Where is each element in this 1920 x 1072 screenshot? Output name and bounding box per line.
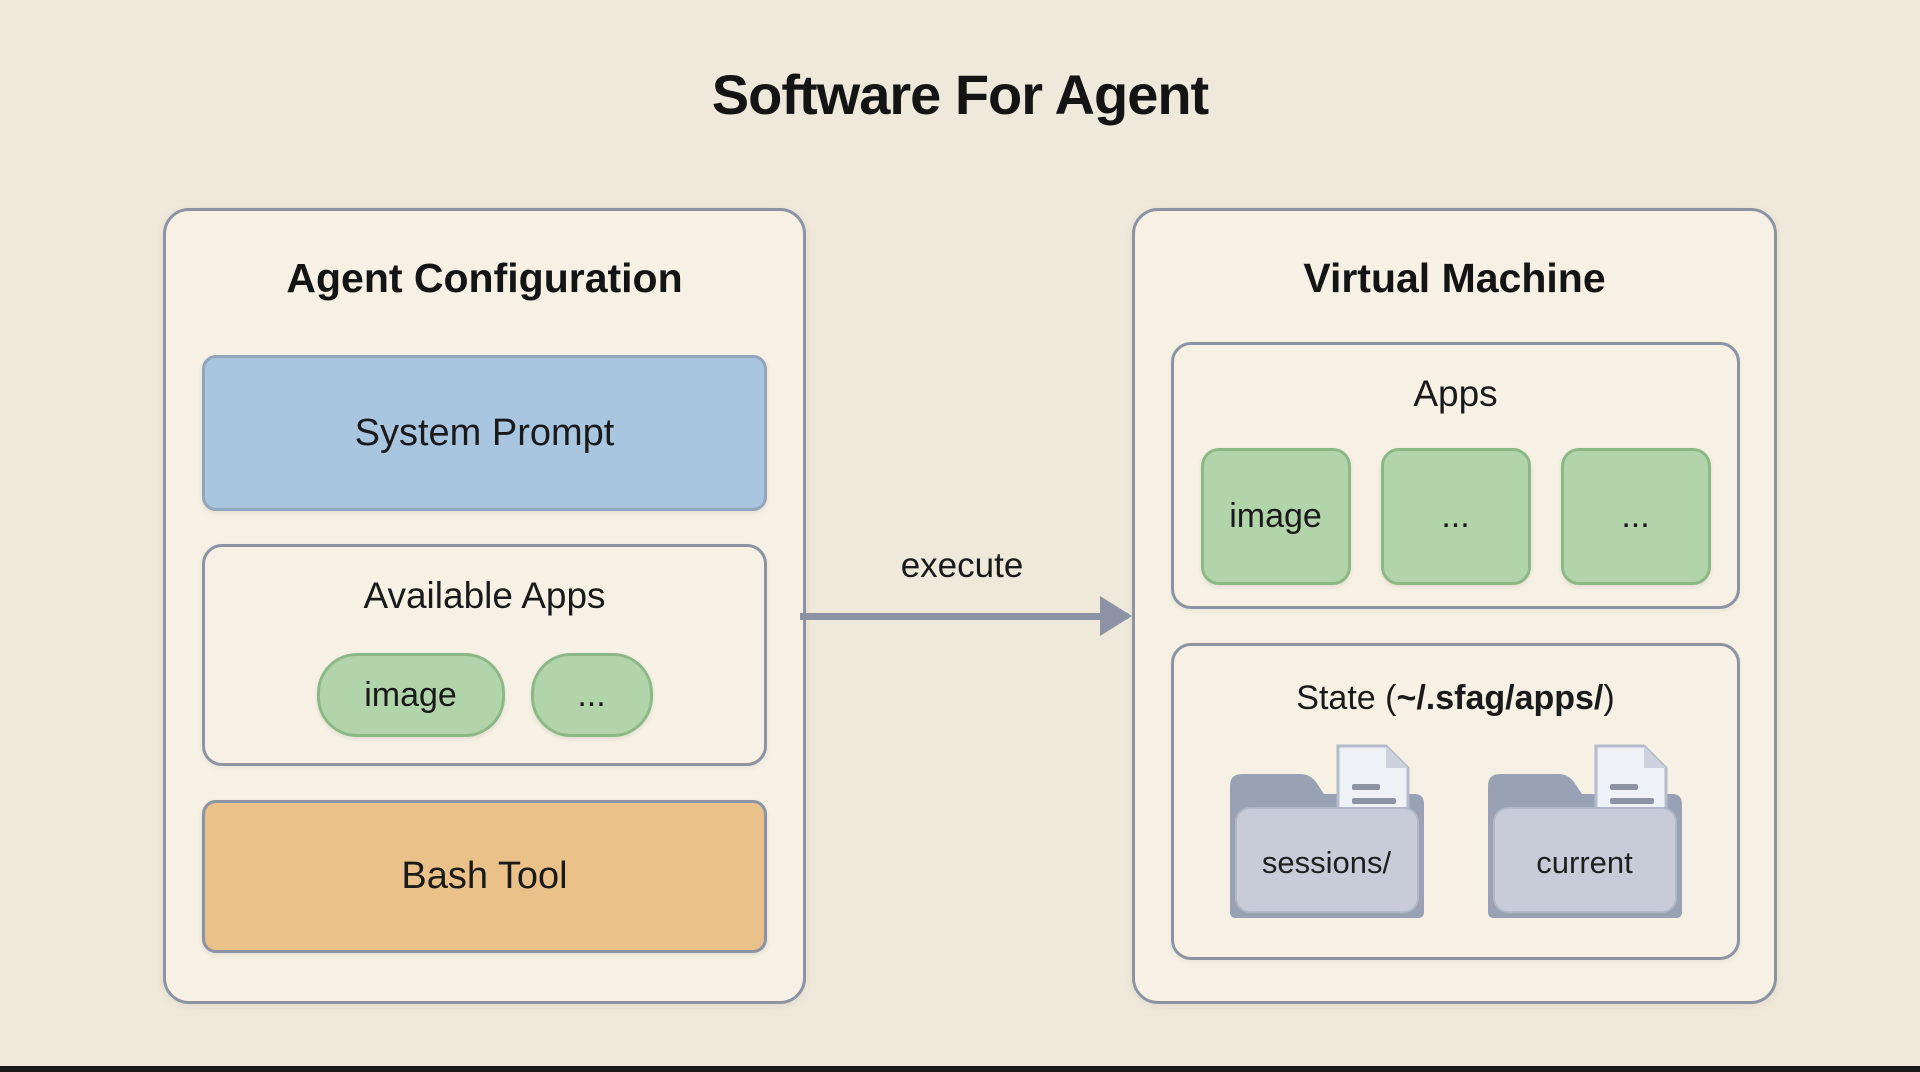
current-folder-label: current xyxy=(1536,845,1633,880)
vm-app-image-label: image xyxy=(1229,497,1322,535)
page-title: Software For Agent xyxy=(711,63,1209,126)
vm-app-ellipsis-1: ... xyxy=(1380,448,1531,585)
folder-icon xyxy=(1229,744,1424,918)
app-pill-ellipsis: ... xyxy=(530,653,653,737)
available-apps-title: Available Apps xyxy=(363,575,606,616)
execute-arrow-line xyxy=(800,613,1106,620)
folder-icon xyxy=(1487,744,1682,918)
apps-title: Apps xyxy=(1413,373,1498,414)
vm-app-ellipsis-2-label: ... xyxy=(1621,497,1650,535)
state-box: State (~/.sfag/apps/) sessions/ xyxy=(1171,643,1740,960)
state-title-suffix: ) xyxy=(1603,679,1615,717)
state-folder-row: sessions/ current xyxy=(1174,742,1737,918)
state-title-prefix: State ( xyxy=(1296,679,1397,717)
vm-app-image: image xyxy=(1200,448,1351,585)
app-pill-image-label: image xyxy=(364,675,457,714)
virtual-machine-panel: Virtual Machine Apps image ... ... State… xyxy=(1132,208,1777,1004)
bash-tool-box: Bash Tool xyxy=(202,800,767,953)
execute-arrow-head-icon xyxy=(1100,596,1132,636)
app-pill-image: image xyxy=(316,653,505,737)
bottom-edge-bar xyxy=(0,1066,1920,1072)
system-prompt-label: System Prompt xyxy=(354,411,615,454)
bash-tool-label: Bash Tool xyxy=(401,855,568,897)
execute-label: execute xyxy=(900,546,1024,585)
available-apps-box: Available Apps image ... xyxy=(202,544,767,766)
state-path: ~/.sfag/apps/ xyxy=(1396,679,1604,717)
apps-box: Apps image ... ... xyxy=(1171,342,1740,609)
apps-row: image ... ... xyxy=(1174,448,1737,585)
sessions-folder-label: sessions/ xyxy=(1261,845,1392,880)
vm-app-ellipsis-2: ... xyxy=(1560,448,1711,585)
agent-configuration-panel: Agent Configuration System Prompt Availa… xyxy=(163,208,806,1004)
system-prompt-box: System Prompt xyxy=(202,355,767,511)
current-folder: current xyxy=(1480,742,1690,918)
state-title: State (~/.sfag/apps/) xyxy=(1174,679,1737,718)
available-apps-pill-row: image ... xyxy=(205,653,764,737)
virtual-machine-title: Virtual Machine xyxy=(1303,255,1606,301)
agent-configuration-title: Agent Configuration xyxy=(286,255,683,301)
sessions-folder: sessions/ xyxy=(1222,742,1432,918)
app-pill-ellipsis-label: ... xyxy=(577,675,606,714)
vm-app-ellipsis-1-label: ... xyxy=(1441,497,1470,535)
